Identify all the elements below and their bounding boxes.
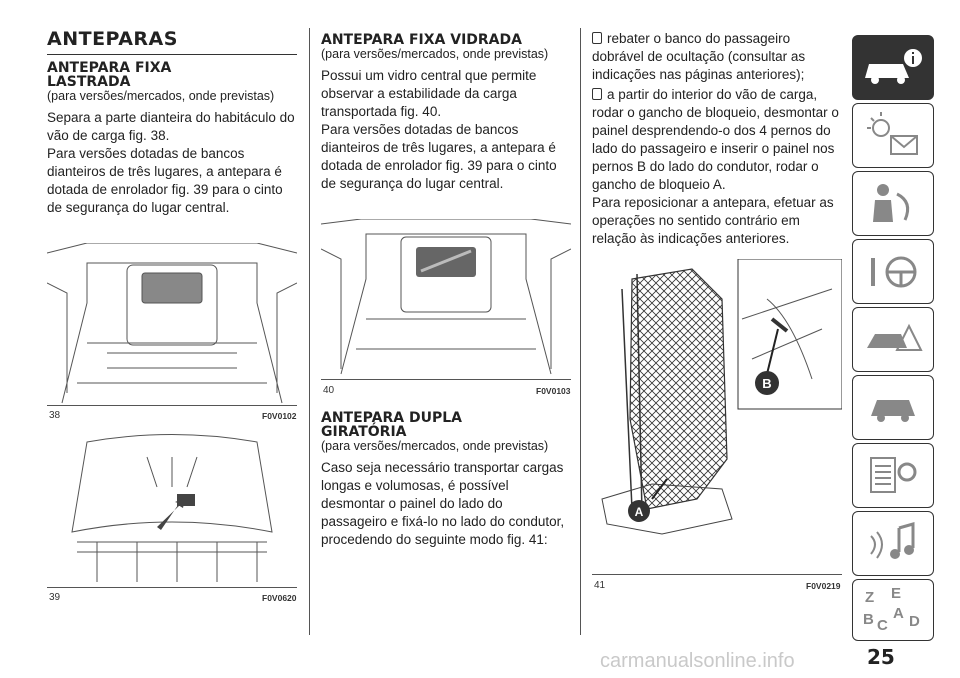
- cargo-bulkhead-illustration: [46, 242, 298, 404]
- bullet-item: rebater o banco do passageiro dobrável d…: [592, 30, 842, 84]
- bullet-text: rebater o banco do passageiro dobrável d…: [592, 31, 806, 82]
- column-2-lower: ANTEPARA DUPLA GIRATÓRIA (para versões/m…: [321, 411, 571, 549]
- maintenance-icon: [870, 457, 917, 493]
- tab-safety[interactable]: [852, 171, 934, 236]
- figure-code: F0V0219: [806, 581, 841, 591]
- watermark-footer: carmanualsonline.info: [600, 650, 795, 672]
- figure-number: 39: [49, 592, 61, 603]
- figure-code: F0V0103: [536, 386, 571, 396]
- section-title: ANTEPARAS: [47, 28, 178, 50]
- paragraph: Para reposicionar a antepara, efetuar as…: [592, 195, 834, 246]
- multimedia-icon: [870, 522, 915, 559]
- heading-antepara-fixa-vidrada: ANTEPARA FIXA VIDRADA: [321, 32, 522, 48]
- steering-key-icon: [871, 256, 917, 288]
- tab-car-info[interactable]: [852, 35, 934, 100]
- column-divider: [580, 28, 581, 635]
- subheading-note: (para versões/mercados, onde previstas): [321, 47, 549, 61]
- paragraph: Para versões dotadas de bancos dianteiro…: [321, 122, 557, 191]
- bulkhead-retractor-illustration: [71, 434, 273, 582]
- car-info-icon: [865, 49, 922, 84]
- subheading-note: (para versões/mercados, onde previstas): [321, 439, 549, 453]
- heading-antepara-dupla-giratoria: ANTEPARA DUPLA GIRATÓRIA: [321, 410, 462, 440]
- figure-number: 40: [323, 385, 335, 396]
- tab-technical-data[interactable]: [852, 443, 934, 508]
- figure-39: [47, 432, 297, 588]
- glazed-bulkhead-illustration: [320, 218, 572, 375]
- figure-number: 38: [49, 410, 61, 421]
- subheading-note: (para versões/mercados, onde previstas): [47, 89, 275, 103]
- tab-warning-lights[interactable]: [852, 103, 934, 168]
- paragraph: Possui um vidro central que permite obse…: [321, 68, 537, 119]
- tab-starting-driving[interactable]: [852, 239, 934, 304]
- tab-emergency[interactable]: [852, 307, 934, 372]
- bullet-item: a partir do interior do vão de carga, ro…: [592, 86, 842, 194]
- checkbox-bullet-icon: [592, 88, 602, 100]
- checkbox-bullet-icon: [592, 32, 602, 44]
- svg-text:A: A: [893, 605, 904, 622]
- title-rule: [47, 54, 297, 55]
- svg-text:D: D: [909, 613, 920, 630]
- svg-text:E: E: [891, 585, 901, 602]
- figure-40: [320, 218, 572, 380]
- warning-lights-icon: [867, 112, 918, 155]
- paragraph: Caso seja necessário transportar cargas …: [321, 460, 565, 547]
- svg-text:Z: Z: [865, 589, 874, 606]
- heading-antepara-fixa-lastrada: ANTEPARA FIXA LASTRADA: [47, 60, 172, 90]
- figure-38: [46, 242, 298, 406]
- svg-text:B: B: [863, 611, 874, 628]
- callout-label-a: A: [635, 505, 644, 519]
- callout-label-b: B: [762, 376, 771, 391]
- figure-number: 41: [594, 580, 606, 591]
- tab-multimedia[interactable]: [852, 511, 934, 576]
- seatbelt-airbag-icon: [873, 184, 910, 222]
- bullet-text: a partir do interior do vão de carga, ro…: [592, 87, 839, 192]
- car-service-icon: [871, 400, 915, 422]
- paragraph: Para versões dotadas de bancos dianteiro…: [47, 146, 283, 215]
- figure-code: F0V0620: [262, 593, 297, 603]
- column-divider: [309, 28, 310, 635]
- page-number: 25: [867, 645, 895, 669]
- rotating-bulkhead-illustration: B A: [601, 258, 843, 535]
- figure-code: F0V0102: [262, 411, 297, 421]
- accident-icon: [867, 323, 923, 351]
- column-2: ANTEPARA FIXA VIDRADA (para versões/merc…: [321, 33, 571, 193]
- column-3: rebater o banco do passageiro dobrável d…: [592, 30, 842, 248]
- svg-text:C: C: [877, 617, 888, 634]
- column-1: ANTEPARAS ANTEPARA FIXA LASTRADA (para v…: [47, 28, 297, 217]
- figure-41: B A: [592, 258, 843, 575]
- tab-maintenance[interactable]: [852, 375, 934, 440]
- paragraph: Separa a parte dianteira do habitáculo d…: [47, 110, 295, 143]
